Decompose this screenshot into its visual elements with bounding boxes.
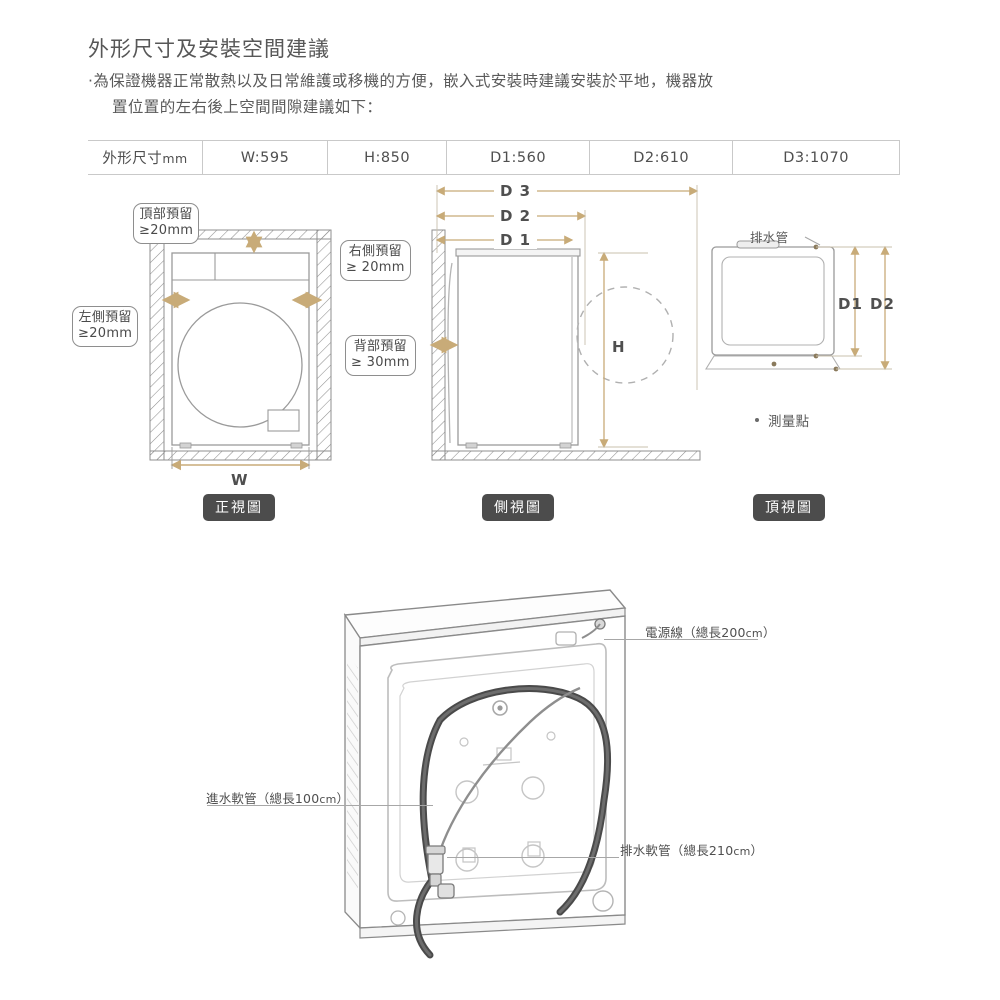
cell-w: W:595 — [201, 140, 328, 175]
side-d3-label: D 3 — [494, 182, 538, 200]
technical-views: 頂部預留 ≥20mm 左側預留 ≥20mm 右側預留 ≥ 20mm 背部預留 ≥… — [0, 175, 1000, 525]
label-inlet-hose-unit: cm — [319, 793, 337, 806]
measure-point-dot-icon — [755, 418, 759, 422]
dimensions-table: 外形尺寸mm W:595 H:850 D1:560 D2:610 D3:1070 — [88, 140, 900, 175]
callout-rear-clearance: 背部預留 ≥ 30mm — [345, 335, 416, 376]
side-d2-label: D 2 — [494, 207, 538, 225]
label-power-cord: 電源線（總長200cm） — [645, 622, 776, 641]
callout-left-line2: ≥20mm — [78, 326, 133, 341]
cell-d1: D1:560 — [446, 140, 590, 175]
top-d1-label: D1 — [838, 295, 863, 313]
row-label: 外形尺寸 — [102, 151, 163, 167]
intro-paragraph: ·為保證機器正常散熱以及日常維護或移機的方便，嵌入式安裝時建議安裝於平地，機器放… — [88, 68, 900, 120]
leader-power-cord — [604, 639, 758, 640]
side-view-drawing — [429, 185, 701, 461]
callout-right-clearance: 右側預留 ≥ 20mm — [340, 240, 411, 281]
callout-top-line1: 頂部預留 — [139, 207, 193, 222]
views-svg — [149, 185, 892, 471]
rear-illustration-svg — [343, 589, 627, 959]
intro-line-2: 置位置的左右後上空間間隙建議如下： — [112, 98, 383, 116]
side-height-label: H — [612, 338, 626, 356]
top-d2-label: D2 — [870, 295, 895, 313]
callout-rear-line2: ≥ 30mm — [351, 355, 410, 370]
callout-left-line1: 左側預留 — [78, 310, 132, 325]
side-d1-label: D 1 — [494, 231, 538, 249]
cell-h: H:850 — [327, 140, 447, 175]
measure-point-legend: 測量點 — [768, 414, 810, 430]
leader-inlet-hose — [207, 805, 433, 806]
page-title: 外形尺寸及安裝空間建議 — [88, 37, 330, 61]
leader-drain-hose — [447, 857, 619, 858]
callout-right-line1: 右側預留 — [348, 244, 402, 259]
table-row: 外形尺寸mm W:595 H:850 D1:560 D2:610 D3:1070 — [88, 140, 900, 175]
front-view-drawing — [149, 229, 332, 471]
label-inlet-hose: 進水軟管（總長100cm） — [206, 788, 349, 807]
front-width-label: W — [231, 471, 249, 489]
label-drain-hose-main: 排水軟管（總長210 — [620, 843, 734, 858]
callout-top-clearance: 頂部預留 ≥20mm — [133, 203, 200, 244]
rear-illustration: 電源線（總長200cm） 進水軟管（總長100cm） 排水軟管（總長210cm） — [0, 560, 1000, 980]
label-inlet-hose-main: 進水軟管（總長100 — [206, 791, 320, 806]
badge-front-view: 正視圖 — [203, 494, 275, 521]
callout-rear-line1: 背部預留 — [353, 339, 407, 354]
callout-right-line2: ≥ 20mm — [346, 260, 405, 275]
label-drain-hose-unit: cm — [733, 845, 751, 858]
label-drain-hose: 排水軟管（總長210cm） — [620, 840, 763, 859]
intro-line-1: ·為保證機器正常散熱以及日常維護或移機的方便，嵌入式安裝時建議安裝於平地，機器放 — [88, 72, 714, 90]
table-row-header: 外形尺寸mm — [88, 140, 203, 175]
callout-left-clearance: 左側預留 ≥20mm — [72, 306, 139, 347]
label-power-cord-unit: cm — [745, 627, 763, 640]
cell-d3: D3:1070 — [732, 140, 900, 175]
label-drain-hose-tail: ） — [750, 843, 764, 858]
cell-d2: D2:610 — [589, 140, 733, 175]
label-power-cord-tail: ） — [762, 625, 776, 640]
row-label-unit: mm — [162, 151, 188, 166]
label-power-cord-main: 電源線（總長200 — [645, 625, 746, 640]
badge-top-view: 頂視圖 — [753, 494, 825, 521]
badge-side-view: 側視圖 — [482, 494, 554, 521]
top-view-drawing — [705, 236, 892, 372]
callout-top-line2: ≥20mm — [139, 223, 194, 238]
drain-pipe-label: 排水管 — [750, 230, 789, 245]
label-inlet-hose-tail: ） — [336, 791, 350, 806]
